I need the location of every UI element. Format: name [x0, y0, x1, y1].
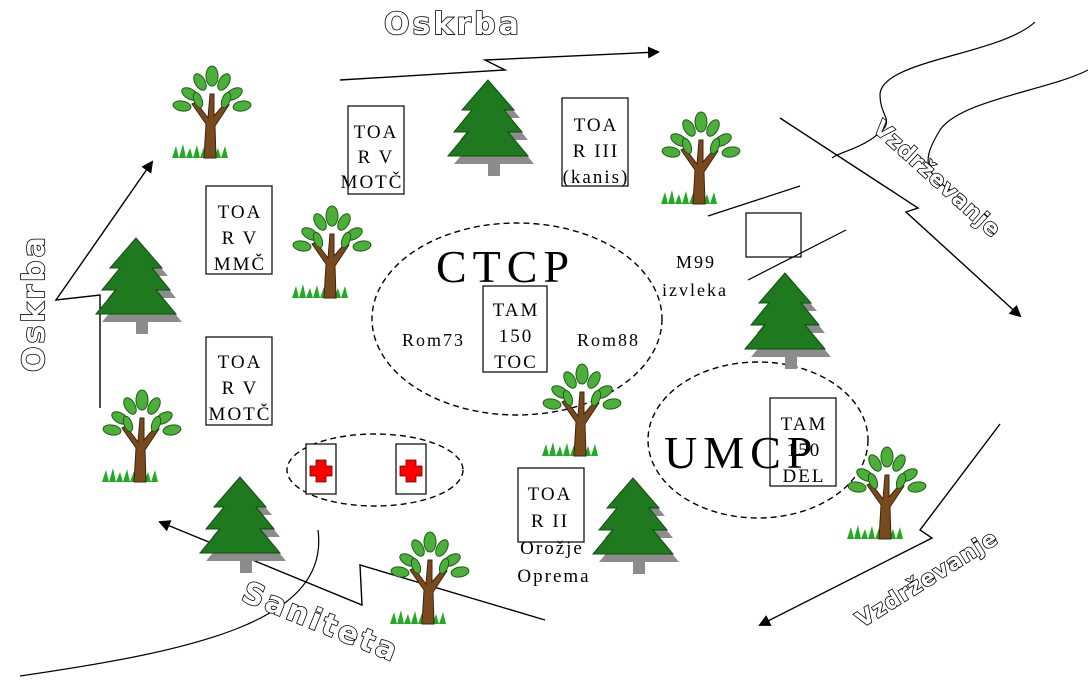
- svg-text:TOC: TOC: [494, 352, 538, 373]
- svg-text:MMČ: MMČ: [214, 253, 266, 275]
- road-bottom-left: [19, 529, 320, 677]
- m99-label: M99: [676, 252, 716, 272]
- svg-text:TAM: TAM: [781, 414, 828, 435]
- umcp-area: [647, 361, 869, 519]
- supply-route-top: [339, 46, 660, 81]
- maintenance-route-right: [779, 117, 1022, 318]
- deciduous-tree: [660, 111, 742, 205]
- deciduous-tree: [101, 389, 183, 483]
- medical-area: [286, 433, 464, 507]
- svg-text:TOA: TOA: [218, 202, 263, 223]
- pine-tree: [199, 476, 287, 574]
- svg-text:R V: R V: [358, 147, 395, 168]
- rom88-label: Rom88: [577, 330, 640, 350]
- deciduous-tree: [291, 205, 373, 299]
- unit-toa-rv-mmc: TOA R V MMČ: [205, 185, 273, 275]
- izvleka-label: izvleka: [662, 280, 728, 300]
- svg-text:150: 150: [499, 326, 534, 347]
- river: [831, 21, 1088, 191]
- red-cross-icon: [395, 443, 427, 495]
- supply-label-left: Oskrba: [17, 234, 52, 372]
- ctcp-label: CTCP: [436, 241, 575, 292]
- umcp-label: UMCP: [664, 427, 818, 478]
- svg-text:TOA: TOA: [218, 352, 263, 373]
- svg-text:TAM: TAM: [493, 300, 540, 321]
- maintenance-label-bottom: Vzdrževanje: [852, 526, 1003, 633]
- svg-text:150: 150: [787, 440, 822, 461]
- svg-text:TOA: TOA: [354, 122, 399, 143]
- svg-text:R II: R II: [531, 511, 569, 532]
- supply-route-left: [54, 160, 154, 408]
- supply-label-top: Oskrba: [384, 7, 522, 42]
- svg-text:DEL: DEL: [783, 466, 826, 487]
- red-cross-icon: [305, 443, 337, 495]
- unit-toa-rv-motc-left: TOA R V MOTČ: [205, 336, 273, 426]
- medical-route: [158, 520, 546, 621]
- svg-text:R V: R V: [222, 228, 259, 249]
- svg-text:(kanis): (kanis): [563, 167, 630, 188]
- svg-text:R III: R III: [573, 141, 619, 162]
- svg-text:MOTČ: MOTČ: [341, 171, 404, 193]
- unit-tam-150-toc: TAM 150 TOC: [482, 285, 548, 373]
- ctcp-area: [371, 222, 663, 416]
- deciduous-tree: [541, 363, 623, 457]
- svg-text:Oprema: Oprema: [517, 566, 590, 587]
- svg-text:Orožje: Orožje: [520, 538, 584, 559]
- svg-text:R V: R V: [222, 378, 259, 399]
- unit-toa-rii-orozje: TOA R II Orožje Oprema: [517, 467, 590, 587]
- rom73-label: Rom73: [402, 330, 465, 350]
- unit-tam-150-del: TAM 150 DEL: [769, 397, 837, 487]
- svg-text:TOA: TOA: [574, 115, 619, 136]
- medical-label: Saniteta: [237, 575, 405, 670]
- deciduous-tree: [846, 446, 928, 540]
- unit-toa-riii-kanis: TOA R III (kanis): [561, 97, 630, 188]
- deciduous-tree: [171, 65, 253, 159]
- unit-toa-rv-motc-top: TOA R V MOTČ: [341, 105, 405, 195]
- maintenance-route-bottom: [758, 423, 1001, 626]
- pine-tree: [447, 79, 535, 177]
- svg-text:MOTČ: MOTČ: [209, 403, 272, 425]
- pine-tree: [95, 237, 183, 335]
- extraction-site: [707, 185, 847, 281]
- pine-tree: [744, 272, 832, 370]
- pine-tree: [592, 477, 680, 575]
- svg-text:TOA: TOA: [528, 484, 573, 505]
